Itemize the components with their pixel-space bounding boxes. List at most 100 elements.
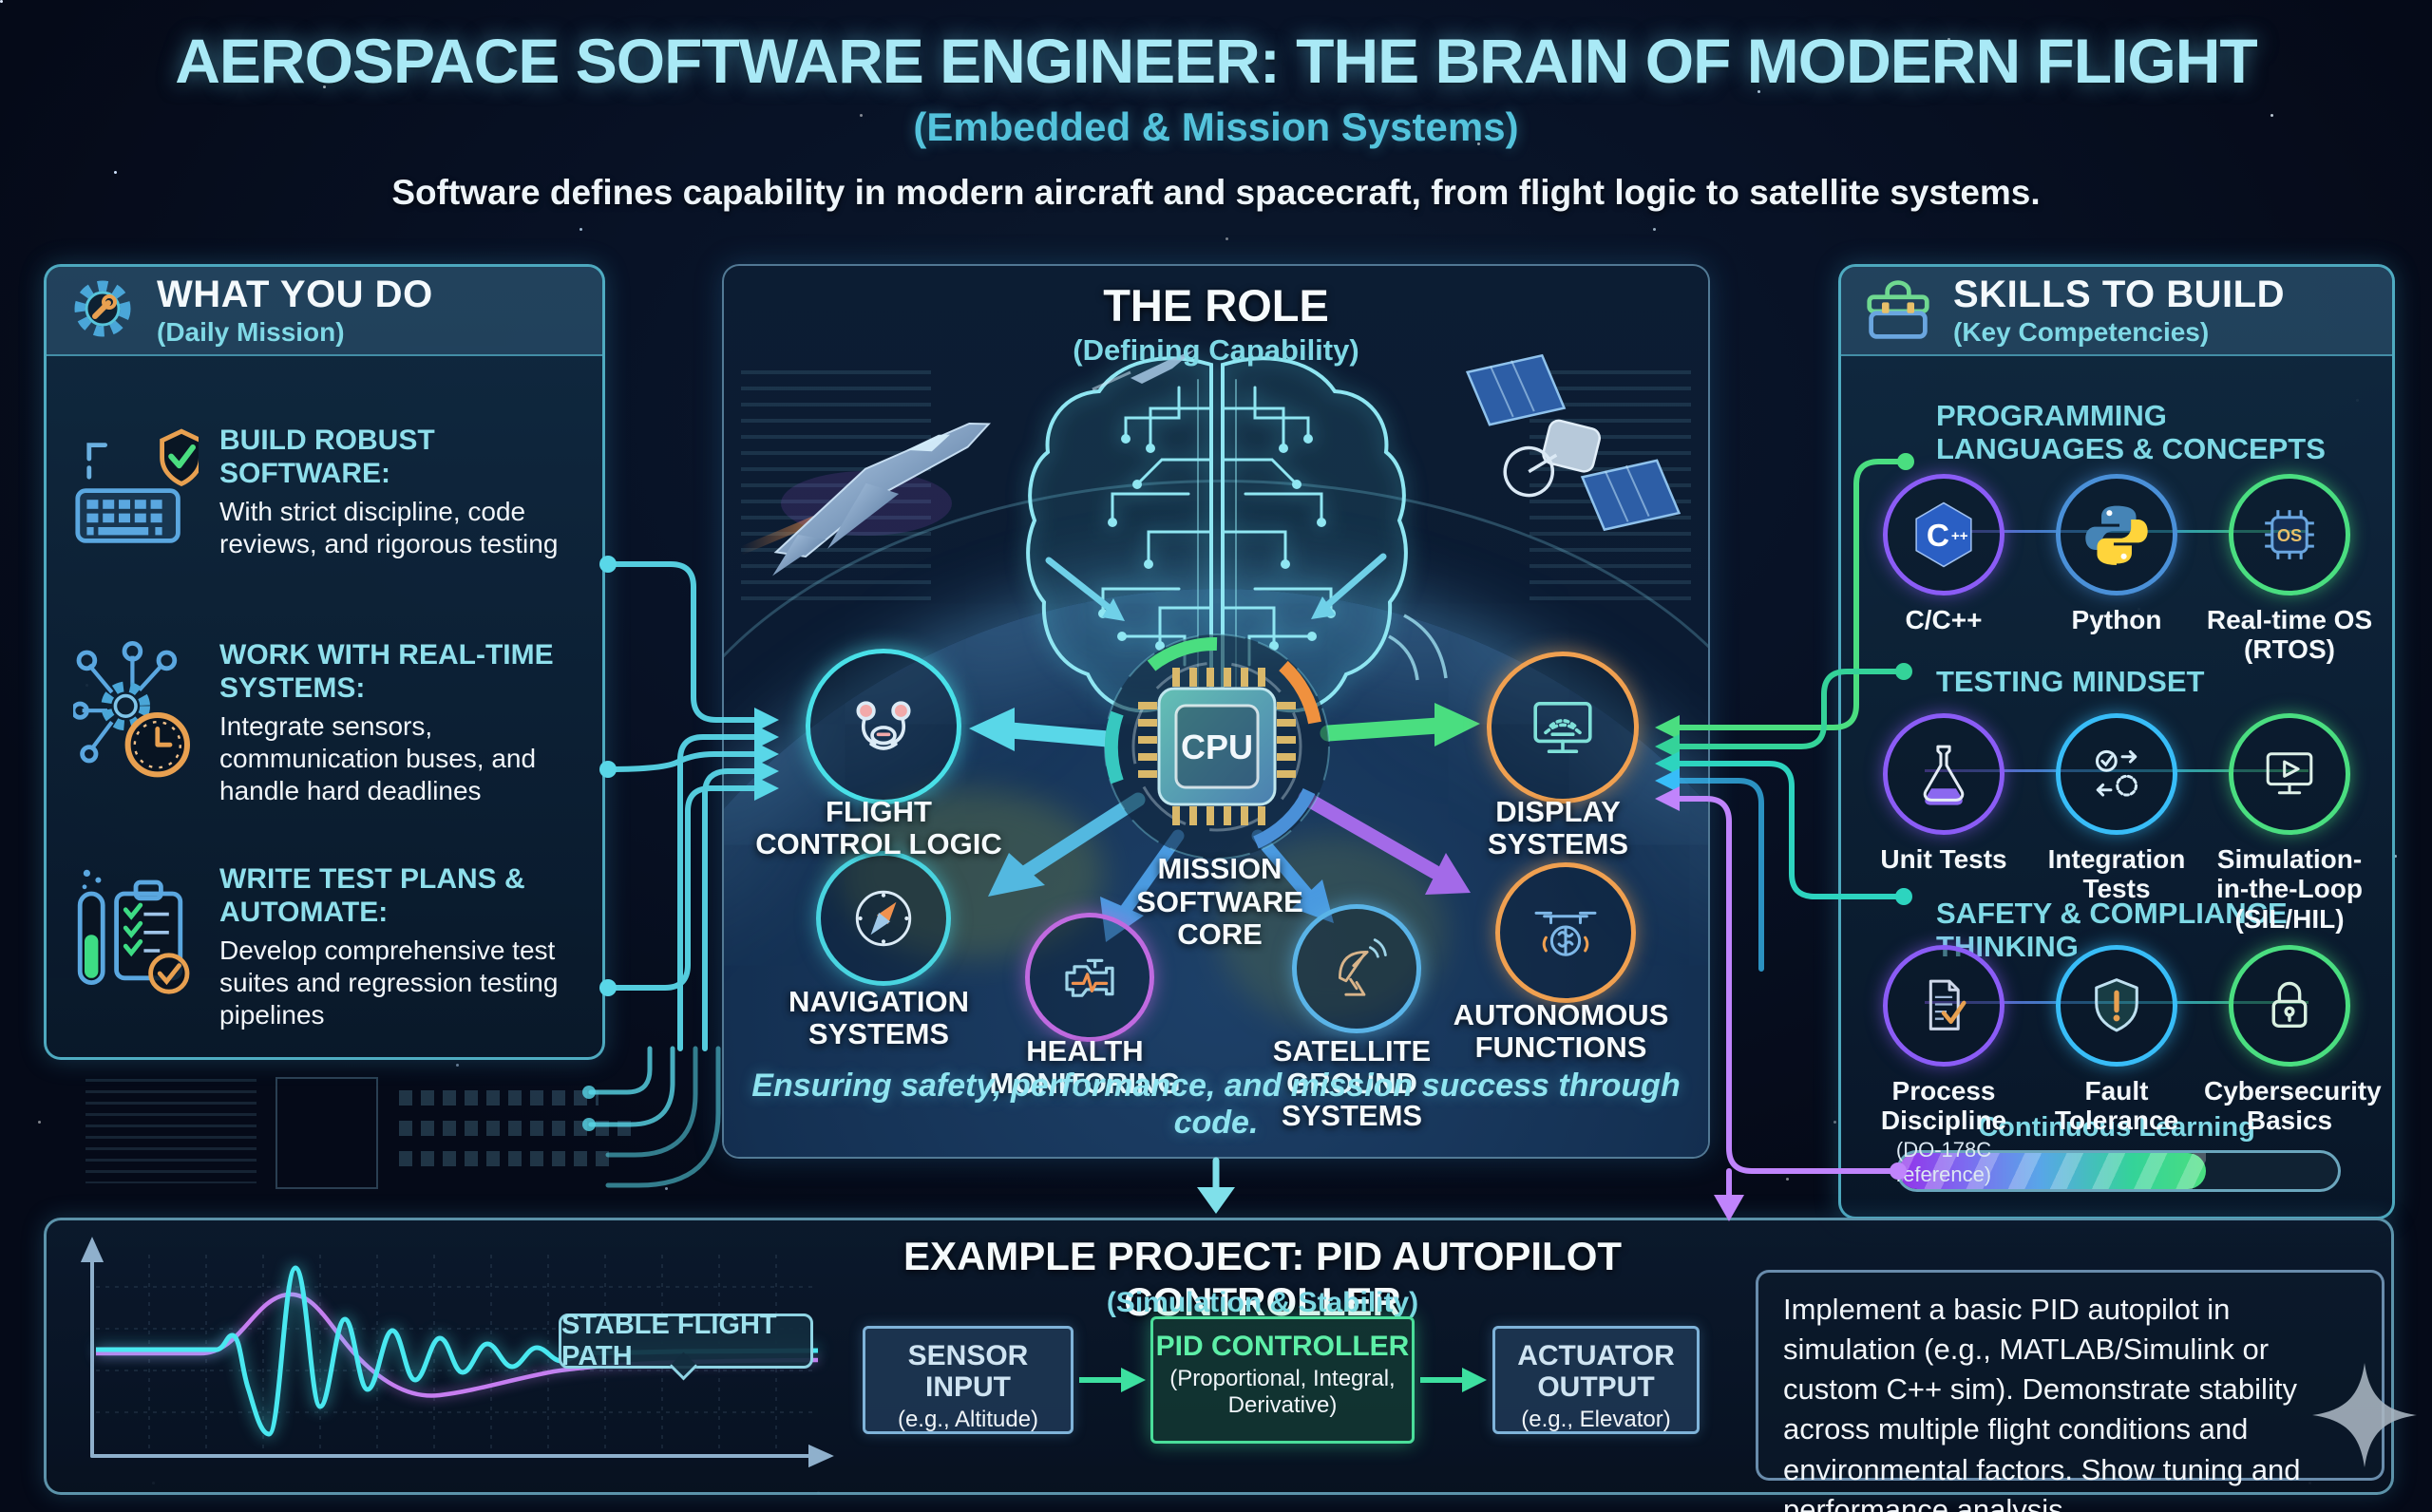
do-item-heading: WORK WITH REAL-TIME SYSTEMS:: [219, 639, 554, 704]
flow-box-title: PID CONTROLLER: [1155, 1331, 1410, 1362]
code-column-left: [741, 370, 931, 608]
list-item: Python: [2031, 474, 2202, 665]
flow-box-note: (Proportional, Integral, Derivative): [1169, 1366, 1396, 1418]
svg-text:OS: OS: [2277, 525, 2302, 545]
skill-label: Real-time OS (RTOS): [2206, 605, 2373, 665]
do-item-heading: WRITE TEST PLANS & AUTOMATE:: [219, 863, 525, 928]
project-description: Implement a basic PID autopilot in simul…: [1756, 1270, 2384, 1512]
flow-arrow-icon: [1079, 1368, 1146, 1392]
list-item: Unit Tests: [1858, 713, 2029, 934]
do-item-heading: BUILD ROBUST SOFTWARE:: [219, 425, 435, 489]
mission-software-core-hub: CPU: [1089, 618, 1345, 875]
drone-brain-icon: [1534, 911, 1597, 956]
engine-pulse-icon: [1065, 958, 1114, 997]
navigation-node: [816, 851, 951, 986]
orbit-arc: [724, 480, 1708, 771]
page-title: AEROSPACE SOFTWARE ENGINEER: THE BRAIN O…: [175, 26, 2257, 96]
core-label: MISSION SOFTWARE CORE: [1136, 852, 1303, 952]
do-item-body: Develop comprehensive test suites and re…: [219, 936, 559, 1030]
stable-flight-path-callout: STABLE FLIGHT PATH: [559, 1310, 813, 1371]
list-item: OS Real-time OS (RTOS): [2204, 474, 2375, 665]
testtube-checklist-icon: [73, 863, 199, 1031]
actuator-output-box: ACTUATOR OUTPUT (e.g., Elevator): [1492, 1326, 1700, 1434]
keyboard-shield-icon: [73, 425, 203, 572]
shield-alert-icon: [2095, 978, 2138, 1032]
skill-label: Cybersecurity Basics: [2204, 1076, 2382, 1136]
list-item: C ++ C/C++: [1858, 474, 2029, 665]
pid-controller-box: PID CONTROLLER (Proportional, Integral, …: [1150, 1316, 1415, 1444]
center-quote: Ensuring safety, performance, and missio…: [751, 1068, 1681, 1141]
list-item: WORK WITH REAL-TIME SYSTEMS: Integrate s…: [70, 639, 586, 807]
skill-label: Integration Tests: [2047, 844, 2186, 904]
sim-monitor-icon: [2266, 752, 2313, 795]
skill-note: (DO-178C reference): [1895, 1137, 1992, 1186]
do-item-body: With strict discipline, code reviews, an…: [219, 497, 559, 559]
sensor-input-box: SENSOR INPUT (e.g., Altitude): [863, 1326, 1074, 1434]
control-yoke-icon: [856, 701, 911, 750]
do-item-body: Integrate sensors, communication buses, …: [219, 711, 537, 806]
node-label: FLIGHT CONTROL LOGIC: [755, 795, 1002, 861]
left-panel-title: WHAT YOU DO: [157, 274, 433, 315]
sparkle-icon: [2312, 1363, 2417, 1467]
gear-wrench-icon: [67, 274, 138, 349]
toolbox-icon: [1862, 275, 1934, 347]
svg-text:++: ++: [1951, 528, 1968, 544]
callout-text: STABLE FLIGHT PATH: [561, 1310, 777, 1371]
the-role-panel: THE ROLE (Defining Capability): [722, 264, 1710, 1159]
flow-box-title: SENSOR INPUT: [907, 1340, 1029, 1403]
flow-box-note: (e.g., Elevator): [1521, 1407, 1671, 1432]
skills-header: SKILLS TO BUILD (Key Competencies): [1841, 267, 2392, 356]
node-label: NAVIGATION SYSTEMS: [788, 985, 969, 1051]
what-you-do-panel: WHAT YOU DO (Daily Mission): [44, 264, 605, 1060]
list-item: Integration Tests: [2031, 713, 2202, 934]
document-check-icon: [1928, 979, 1966, 1030]
cpu-chip-label: CPU: [1181, 728, 1253, 766]
testing-row: Unit Tests Integration Tests: [1858, 713, 2375, 934]
skill-label: Process Discipline: [1880, 1076, 2007, 1136]
skill-label: Python: [2071, 605, 2162, 634]
flow-arrow-icon: [1420, 1368, 1487, 1392]
integration-sync-icon: [2095, 749, 2138, 797]
flow-box-title: ACTUATOR OUTPUT: [1517, 1340, 1675, 1403]
continuous-learning-progressbar: [1896, 1150, 2341, 1192]
node-label: SATELLITE GROUND SYSTEMS: [1272, 1034, 1432, 1133]
center-panel-title: THE ROLE: [1103, 280, 1329, 331]
svg-text:C: C: [1927, 519, 1949, 554]
center-panel-subtitle: (Defining Capability): [1073, 333, 1359, 367]
bottom-subtitle: (Simulation & Stability): [1106, 1287, 1419, 1318]
network-clock-icon: [70, 639, 199, 807]
python-logo-icon: [2085, 505, 2148, 565]
list-item: BUILD ROBUST SOFTWARE: With strict disci…: [73, 425, 586, 572]
skills-panel: SKILLS TO BUILD (Key Competencies) PROGR…: [1838, 264, 2395, 1219]
right-panel-title: SKILLS TO BUILD: [1953, 274, 2285, 315]
section-heading: SAFETY & COMPLIANCE THINKING: [1936, 897, 2288, 963]
list-item: WRITE TEST PLANS & AUTOMATE: Develop com…: [73, 863, 586, 1031]
node-label: AUTONOMOUS FUNCTIONS: [1453, 998, 1669, 1065]
page-tagline: Software defines capability in modern ai…: [391, 173, 2041, 212]
continuous-learning-label: Continuous Learning: [1978, 1112, 2255, 1143]
flask-icon: [1923, 745, 1965, 805]
skill-label: Unit Tests: [1880, 844, 2007, 874]
list-item: Process Discipline (DO-178C reference): [1858, 945, 2029, 1187]
section-heading: PROGRAMMING LANGUAGES & CONCEPTS: [1936, 399, 2326, 465]
section-heading: TESTING MINDSET: [1936, 665, 2205, 698]
right-panel-subtitle: (Key Competencies): [1953, 317, 2210, 347]
hud-data-strip: [86, 1071, 636, 1193]
flight-control-node: [806, 649, 961, 804]
down-arrow-icon: [1197, 1157, 1235, 1214]
compass-icon: [855, 890, 912, 947]
node-label: DISPLAY SYSTEMS: [1487, 795, 1629, 861]
display-systems-node: [1487, 652, 1639, 803]
rtos-chip-icon: OS: [2265, 510, 2314, 559]
code-column-right: [1530, 370, 1691, 608]
padlock-icon: [2271, 981, 2308, 1028]
example-project-panel: STABLE FLIGHT PATH EXAMPLE PROJECT: PID …: [44, 1218, 2417, 1512]
cpp-logo-icon: C ++: [1915, 501, 1972, 568]
list-item: Cybersecurity Basics: [2204, 945, 2382, 1187]
flow-box-note: (e.g., Altitude): [897, 1407, 1039, 1432]
languages-row: C ++ C/C++ Python: [1858, 474, 2375, 665]
skill-label: Simulation-in-the-Loop (SIL/HIL): [2216, 844, 2363, 934]
satellite-ground-node: [1292, 904, 1421, 1033]
skill-label: Fault Tolerance: [2054, 1076, 2179, 1136]
